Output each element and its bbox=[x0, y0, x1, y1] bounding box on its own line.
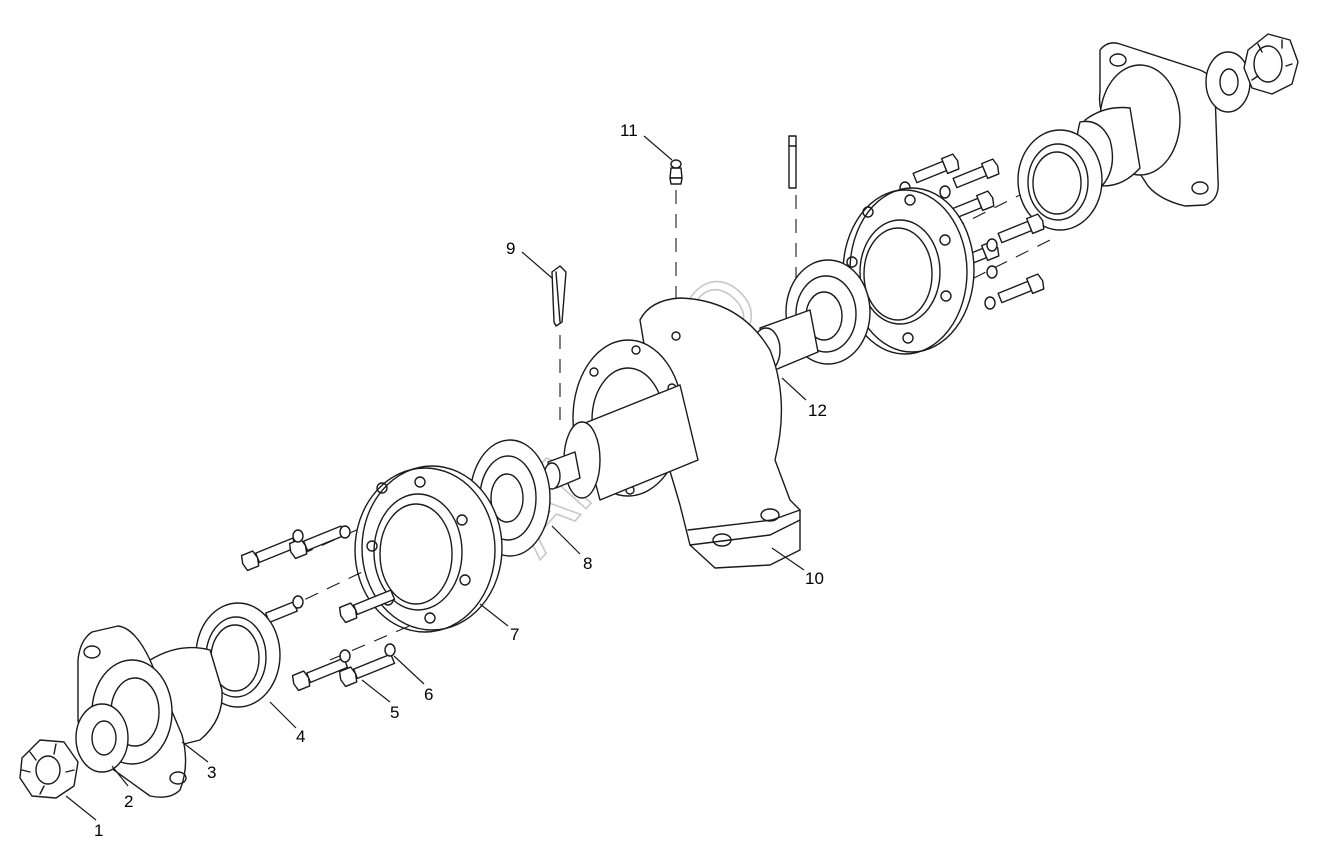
left-bearing-flange bbox=[354, 465, 503, 633]
right-washer bbox=[1205, 51, 1251, 113]
callout-labels: 1 2 3 4 5 6 7 8 9 10 11 12 bbox=[94, 121, 827, 840]
callout-1: 1 bbox=[94, 821, 103, 840]
callout-8: 8 bbox=[583, 554, 592, 573]
callout-6: 6 bbox=[424, 685, 433, 704]
cotter-pin bbox=[551, 265, 567, 327]
right-bearing-flange bbox=[842, 187, 975, 355]
leader-lines bbox=[65, 135, 807, 821]
grease-fitting bbox=[669, 159, 683, 185]
spring-pin bbox=[788, 135, 797, 189]
callout-4: 4 bbox=[296, 727, 305, 746]
left-bolts bbox=[240, 525, 396, 692]
callout-10: 10 bbox=[805, 569, 824, 588]
central-shaft-spline bbox=[543, 384, 699, 501]
left-castle-nut bbox=[19, 739, 79, 799]
callout-11: 11 bbox=[620, 121, 638, 140]
right-flange-hub bbox=[1075, 42, 1219, 207]
right-seal bbox=[1017, 129, 1103, 231]
callout-5: 5 bbox=[390, 703, 399, 722]
callout-9: 9 bbox=[506, 239, 515, 258]
callout-2: 2 bbox=[124, 792, 133, 811]
callout-3: 3 bbox=[207, 763, 216, 782]
left-washer bbox=[75, 703, 129, 773]
callout-12: 12 bbox=[808, 401, 827, 420]
right-bolts bbox=[899, 153, 1045, 310]
callout-7: 7 bbox=[510, 625, 519, 644]
right-castle-nut bbox=[1243, 33, 1299, 95]
